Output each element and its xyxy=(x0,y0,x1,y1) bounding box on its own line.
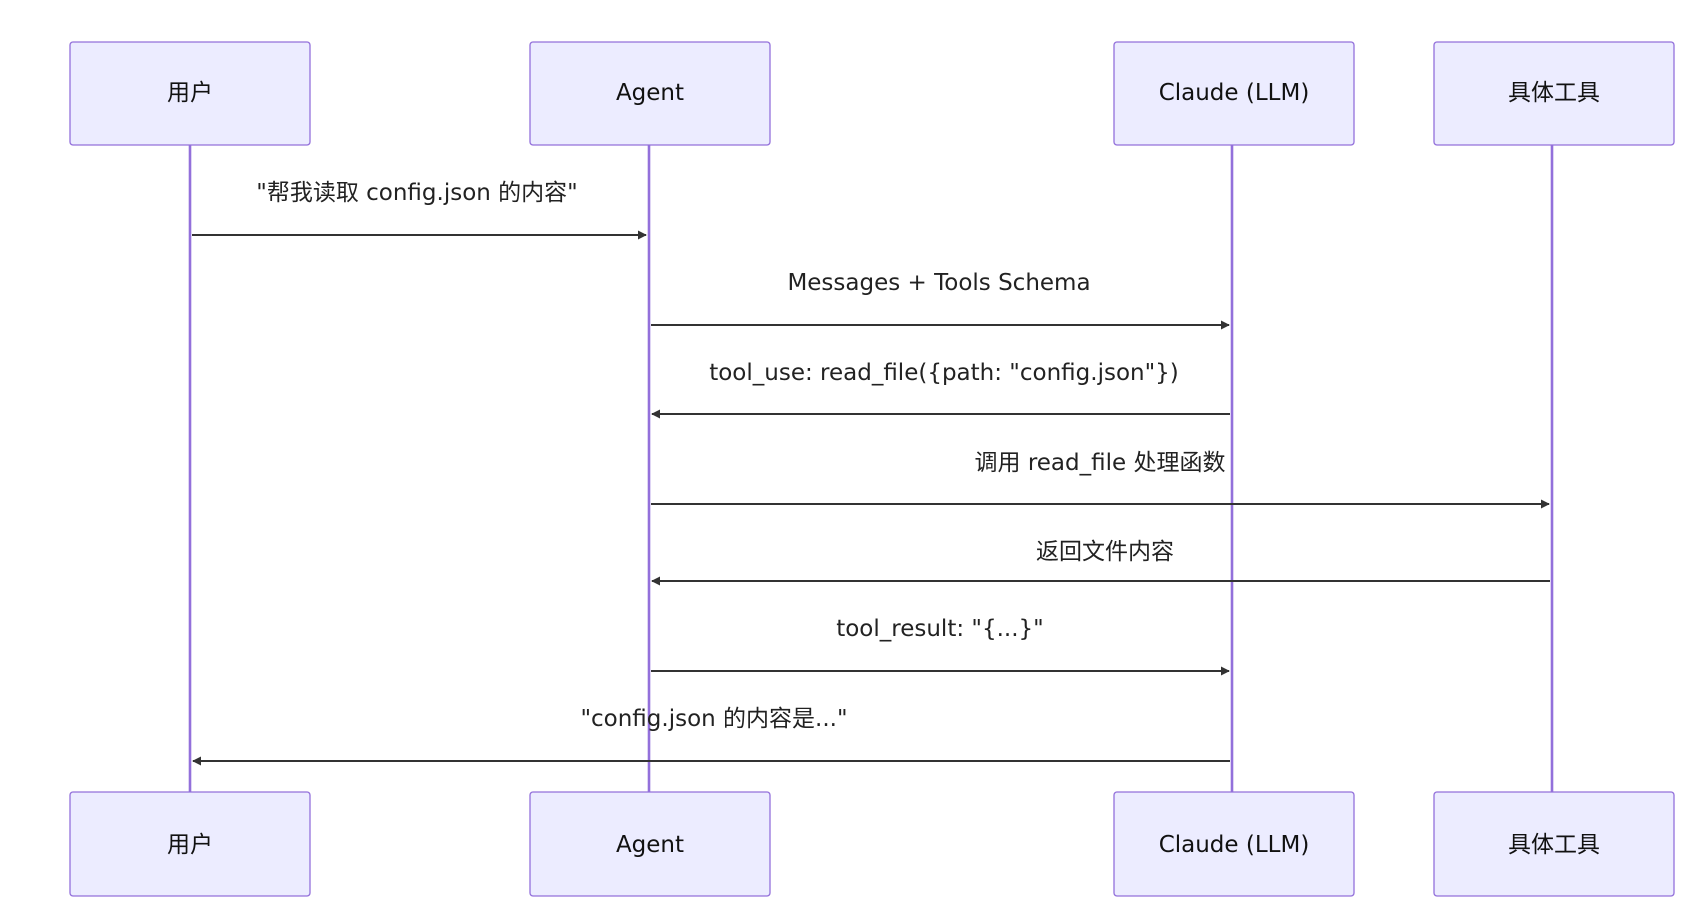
actor-claude-bottom[interactable]: Claude (LLM) xyxy=(1113,791,1355,897)
actor-box xyxy=(529,41,771,146)
actors-bottom: 用户 Agent Claude (LLM) 具体工具 xyxy=(69,791,1675,897)
message-label: 返回文件内容 xyxy=(1036,539,1174,565)
actor-box xyxy=(1433,41,1675,146)
actor-label: Agent xyxy=(616,80,684,106)
actor-box xyxy=(69,791,311,897)
message-label: tool_use: read_file({path: "config.json"… xyxy=(709,360,1179,386)
actor-agent-bottom[interactable]: Agent xyxy=(529,791,771,897)
message-1: "帮我读取 config.json 的内容" xyxy=(192,180,647,240)
message-label: tool_result: "{...}" xyxy=(836,616,1044,642)
actor-box xyxy=(1113,41,1355,146)
message-label: "config.json 的内容是..." xyxy=(580,706,847,732)
actor-user-top[interactable]: 用户 xyxy=(69,41,311,146)
messages: "帮我读取 config.json 的内容" Messages + Tools … xyxy=(192,180,1550,766)
message-label: 调用 read_file 处理函数 xyxy=(975,450,1226,476)
actor-label: 用户 xyxy=(167,80,213,106)
actor-user-bottom[interactable]: 用户 xyxy=(69,791,311,897)
actor-box xyxy=(1433,791,1675,897)
actor-box xyxy=(69,41,311,146)
actor-tool-top[interactable]: 具体工具 xyxy=(1433,41,1675,146)
actor-box xyxy=(529,791,771,897)
actor-agent-top[interactable]: Agent xyxy=(529,41,771,146)
message-7: "config.json 的内容是..." xyxy=(192,706,1230,766)
actors-top: 用户 Agent Claude (LLM) 具体工具 xyxy=(69,41,1675,146)
actor-tool-bottom[interactable]: 具体工具 xyxy=(1433,791,1675,897)
actor-label: Claude (LLM) xyxy=(1159,832,1310,858)
message-2: Messages + Tools Schema xyxy=(651,270,1230,330)
message-label: Messages + Tools Schema xyxy=(787,270,1090,296)
lifelines xyxy=(188,144,1554,792)
message-3: tool_use: read_file({path: "config.json"… xyxy=(651,360,1230,419)
actor-label: 具体工具 xyxy=(1508,80,1600,106)
actor-label: Agent xyxy=(616,832,684,858)
message-4: 调用 read_file 处理函数 xyxy=(651,450,1550,509)
actor-box xyxy=(1113,791,1355,897)
message-5: 返回文件内容 xyxy=(651,539,1550,586)
message-6: tool_result: "{...}" xyxy=(651,616,1230,676)
actor-label: 用户 xyxy=(167,832,213,858)
actor-label: 具体工具 xyxy=(1508,832,1600,858)
message-label: "帮我读取 config.json 的内容" xyxy=(256,180,578,206)
actor-label: Claude (LLM) xyxy=(1159,80,1310,106)
actor-claude-top[interactable]: Claude (LLM) xyxy=(1113,41,1355,146)
